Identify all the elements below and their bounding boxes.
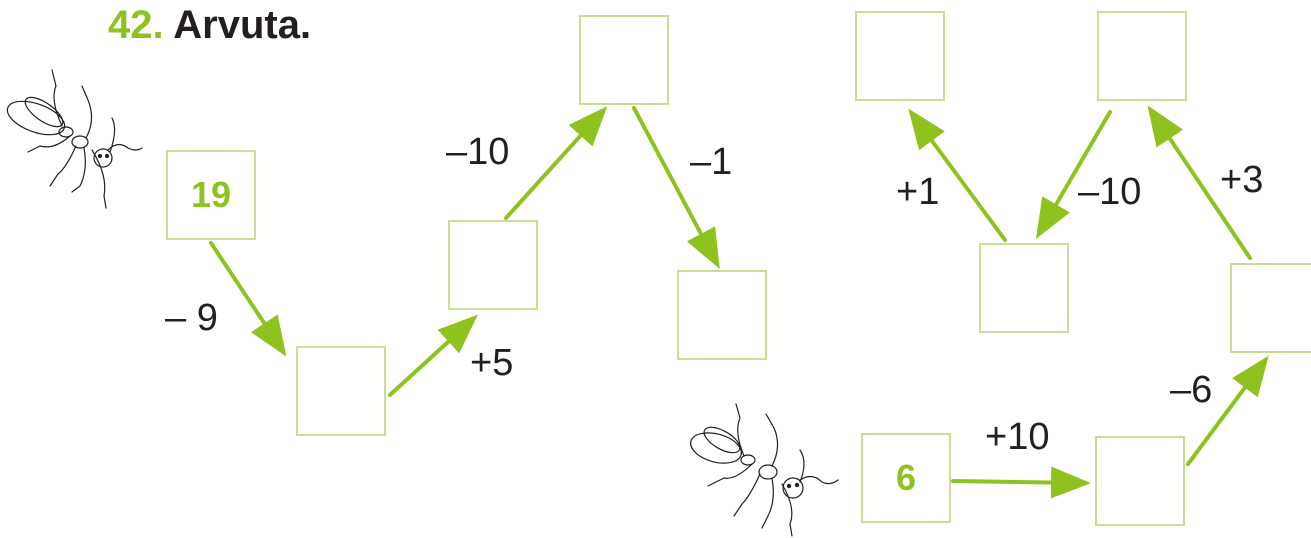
ant-icon [687, 404, 838, 536]
ant-icon [3, 70, 142, 208]
